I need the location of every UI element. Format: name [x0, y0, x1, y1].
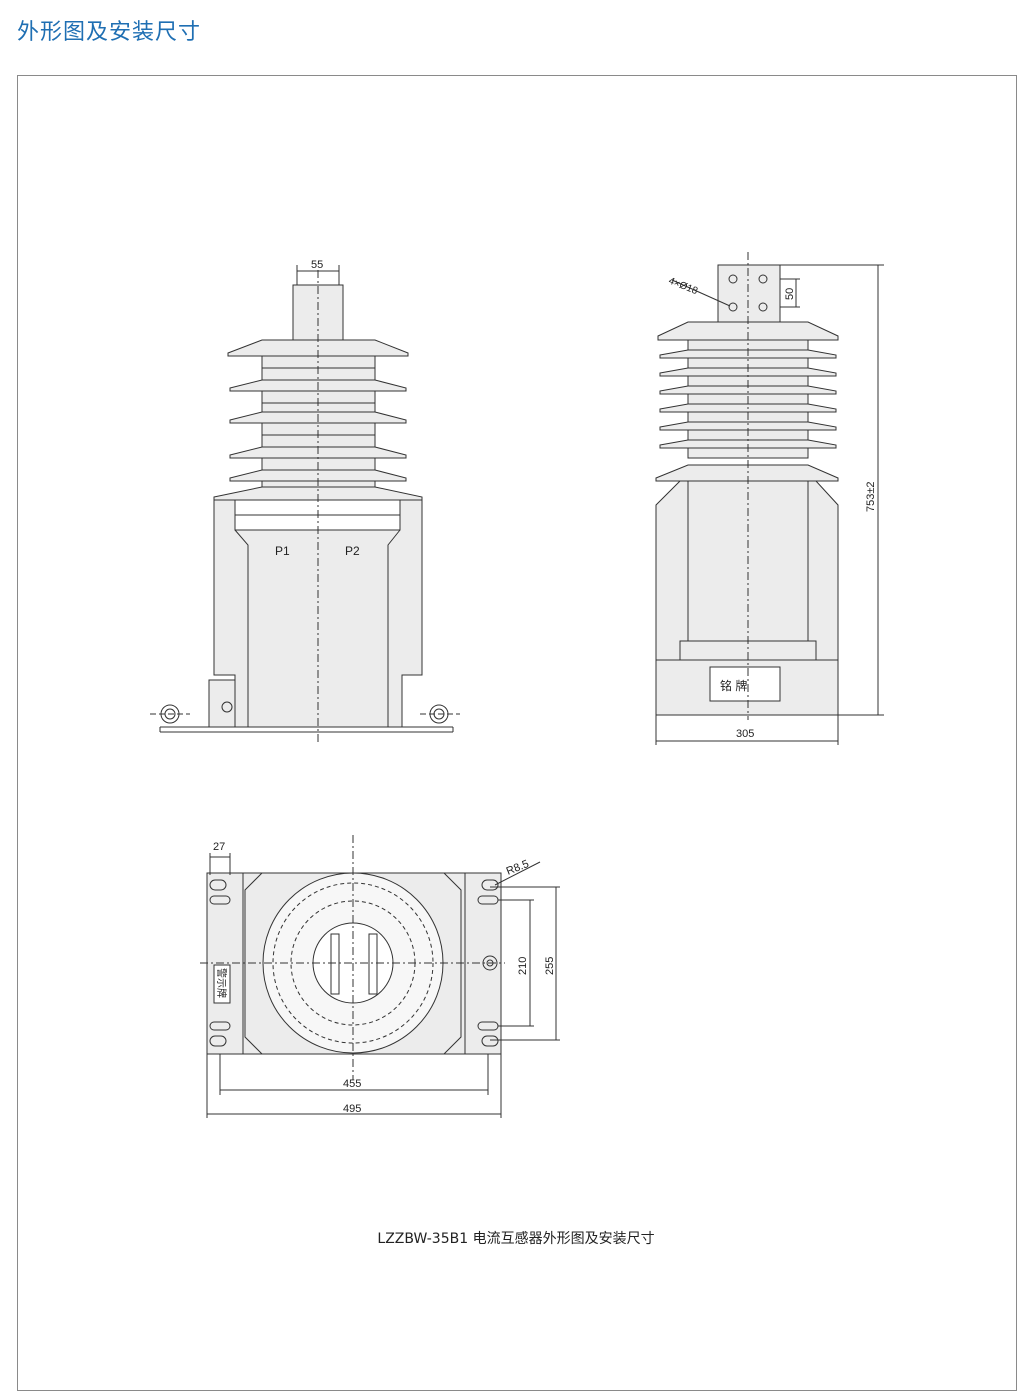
warning-plate: 警示牌	[215, 968, 228, 998]
side-terminal	[717, 264, 781, 324]
dim-495: 495	[343, 1103, 361, 1115]
nameplate: 铭 牌	[720, 678, 747, 693]
front-view	[150, 265, 460, 745]
dim-210: 210	[517, 957, 529, 975]
dim-55: 55	[311, 259, 323, 271]
bottom-view	[200, 835, 560, 1118]
dim-27: 27	[213, 841, 225, 853]
dim-50: 50	[784, 288, 796, 300]
drawing-caption: LZZBW-35B1 电流互感器外形图及安装尺寸	[377, 1231, 655, 1247]
dim-r85: R8.5	[505, 858, 531, 878]
dim-455: 455	[343, 1078, 361, 1090]
dim-753: 753±2	[865, 481, 877, 512]
side-view	[655, 252, 884, 745]
label-p1: P1	[275, 544, 290, 558]
dim-255: 255	[544, 957, 556, 975]
dim-305: 305	[736, 728, 754, 740]
drawing-frame	[17, 75, 1017, 1391]
page-title: 外形图及安装尺寸	[17, 20, 202, 45]
dim-4x18: 4×Ø18	[667, 276, 700, 298]
label-p2: P2	[345, 544, 360, 558]
